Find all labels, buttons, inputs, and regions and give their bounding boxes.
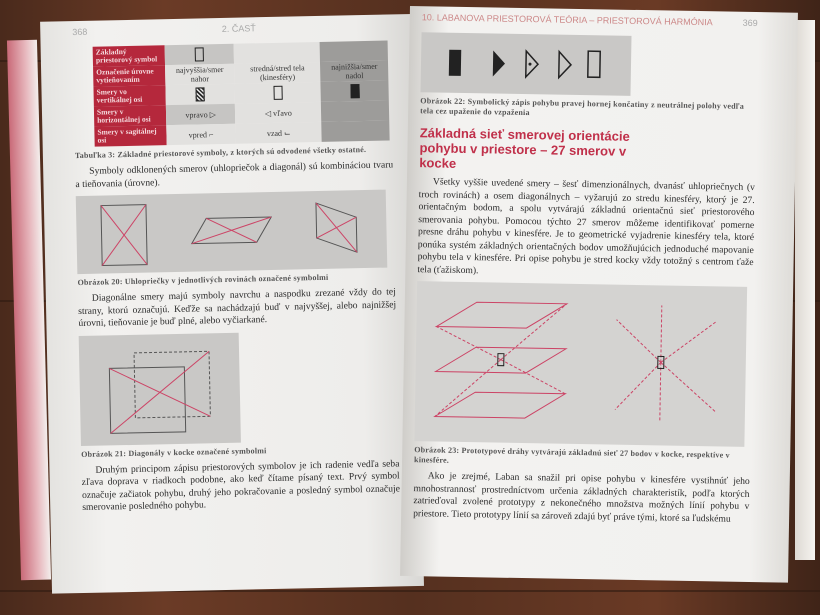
cube-diagram [108, 350, 211, 434]
running-head: 10. LABANOVA PRIESTOROVÁ TEÓRIA – PRIEST… [421, 12, 713, 28]
dot-symbol-icon [273, 85, 283, 100]
table-caption: Tabuľka 3: Základné priestorové symboly,… [74, 144, 367, 161]
row-header: Základný priestorový symbol [92, 45, 166, 67]
figure-21 [78, 332, 241, 446]
row-header: Smery v horizontálnej osi [93, 105, 167, 127]
diagonals-diagram [100, 202, 358, 267]
symbol-sequence [448, 49, 602, 80]
left-label: vľavo [272, 108, 292, 118]
section-heading: Základná sieť smerovej orientácie pohybu… [419, 125, 630, 171]
figure-caption: Obrázok 20: Uhlopriečky v jednotlivých r… [77, 272, 329, 288]
paragraph: Druhým principom zápisu priestorových sy… [81, 457, 401, 514]
rectangle-symbol-icon [194, 47, 205, 62]
row-header: Označenie úrovne vytieňovaním [93, 65, 166, 87]
filled-symbol-icon [350, 84, 360, 99]
book-edge-right [795, 20, 815, 560]
figure-22 [420, 32, 632, 96]
paragraph: Všetky vyššie uvedené smery – šesť dimen… [417, 176, 755, 276]
left-page: 368 2. ČASŤ Základný priestorový symbol … [40, 14, 424, 594]
level-low: najnižšia/smer nadol [320, 60, 389, 82]
figure-caption: Obrázok 23: Prototypové dráhy vytvárajú … [414, 445, 730, 465]
page-number: 369 [742, 17, 758, 29]
backward-label: vzad [266, 128, 283, 138]
figure-20 [75, 189, 388, 275]
right-page: 10. LABANOVA PRIESTOROVÁ TEÓRIA – PRIEST… [400, 6, 798, 583]
figure-caption: Obrázok 21: Diagonály v kocke označené s… [81, 445, 267, 459]
27-points-diagram [433, 301, 717, 421]
figure-caption: Obrázok 22: Symbolický zápis pohybu prav… [420, 96, 745, 118]
row-header: Smery vo vertikálnej osi [93, 85, 166, 107]
page-header: 368 2. ČASŤ [72, 20, 390, 41]
right-label: vpravo [185, 109, 208, 120]
hatched-symbol-icon [195, 87, 205, 102]
page-header: 10. LABANOVA PRIESTOROVÁ TEÓRIA – PRIEST… [422, 12, 758, 32]
forward-label: vpred [188, 129, 208, 140]
paragraph: Diagonálne smery majú symboly navrchu a … [78, 286, 397, 330]
figure-23 [414, 281, 748, 447]
symbols-table: Základný priestorový symbol Označenie úr… [92, 40, 390, 147]
level-high: najvyššia/smer nahor [165, 63, 235, 86]
running-head: 2. ČASŤ [221, 23, 256, 34]
row-header: Smery v sagitálnej osi [94, 125, 167, 147]
page-number: 368 [72, 26, 88, 38]
paragraph: Symboly odklonených smerov (uhlopriečok … [75, 159, 394, 190]
level-middle: stredná/stred tela (kinesféry) [234, 61, 321, 84]
paragraph: Ako je zrejmé, Laban sa snažil pri opise… [413, 470, 750, 525]
